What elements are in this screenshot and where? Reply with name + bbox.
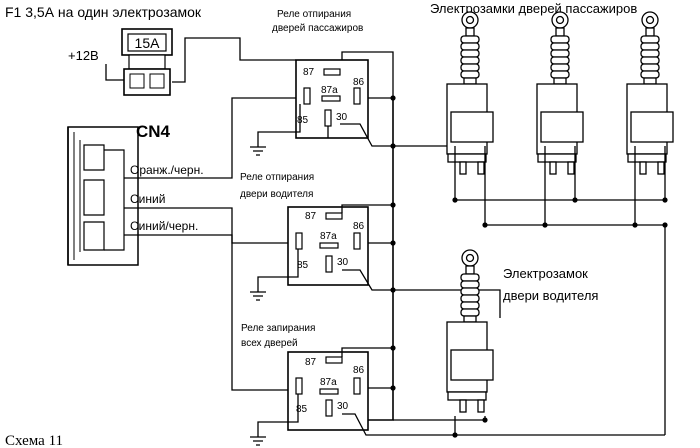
wire-blue <box>124 207 296 244</box>
passenger-lock-3 <box>626 11 674 175</box>
relay2-pin-87a: 87a <box>320 231 337 242</box>
fuse-rating: 15A <box>135 35 161 51</box>
relay3-pin-85: 85 <box>296 404 308 415</box>
relay3-87-wire <box>341 347 393 357</box>
connector-cn4 <box>67 126 139 266</box>
relay-passenger-unlock <box>295 59 369 139</box>
relay2-ground-wire <box>257 249 299 292</box>
relay3-ground-wire <box>257 394 299 437</box>
fuse-title: F1 3,5А на один электрозамок <box>5 4 202 20</box>
wire-label-blue: Синий <box>130 192 165 206</box>
relay1-87-wire <box>341 51 394 98</box>
junction <box>390 345 396 351</box>
relay2-30-wire <box>342 269 501 318</box>
passenger-locks <box>446 11 674 175</box>
relay2-caption-line1: Реле отпирания <box>240 172 314 183</box>
driver-door-lock <box>446 249 494 413</box>
junction <box>452 197 458 203</box>
junction <box>482 222 488 228</box>
junction <box>572 197 578 203</box>
junction <box>390 143 396 149</box>
relay2-pin-86: 86 <box>353 221 365 232</box>
junction <box>390 385 396 391</box>
wire-blue-black <box>124 234 296 391</box>
figure-caption: Схема 11 <box>5 433 63 448</box>
driver-lock <box>446 249 494 413</box>
fuse: 15A <box>121 28 173 96</box>
relay3-30-wire <box>342 413 665 436</box>
relay2-caption-line2: двери водителя <box>240 189 313 200</box>
relay3-caption-line2: всех дверей <box>241 338 298 349</box>
wire-orange-black <box>124 97 296 179</box>
relay3-pin-87: 87 <box>305 357 317 368</box>
relay3-caption-line1: Реле запирания <box>241 323 315 334</box>
relay1-pin-85: 85 <box>297 115 309 126</box>
junction <box>390 287 396 293</box>
junction <box>632 222 638 228</box>
junction <box>390 240 396 246</box>
relay1-pin-87: 87 <box>303 67 315 78</box>
junction <box>452 432 458 438</box>
relay2-pin-87: 87 <box>305 211 317 222</box>
relay1-pin-87a: 87a <box>321 85 338 96</box>
relay1-ground-wire <box>257 104 301 147</box>
relay-lock-all <box>287 351 369 431</box>
lock-drops <box>544 146 666 225</box>
junction <box>662 222 668 228</box>
relay-driver-unlock <box>287 206 369 286</box>
wire-label-blue-black: Синий/черн. <box>130 219 198 233</box>
relay3-pin-30: 30 <box>337 401 349 412</box>
lock-bus-b <box>484 146 666 435</box>
driver-lock-line1: Электрозамок <box>503 266 588 281</box>
junction <box>482 417 488 423</box>
ground-symbol-2 <box>250 291 266 301</box>
relay3-pin-87a: 87a <box>320 377 337 388</box>
relay1-30-wire <box>327 123 455 147</box>
driver-lock-line2: двери водителя <box>503 288 598 303</box>
driver-lock-wire-b <box>393 416 486 421</box>
wire-label-orange-black: Оранж./черн. <box>130 163 204 177</box>
relay3-pin-86: 86 <box>353 365 365 376</box>
supply-wire <box>105 64 124 81</box>
relay1-pin-86: 86 <box>353 77 365 88</box>
passenger-locks-title: Электрозамки дверей пассажиров <box>430 1 637 16</box>
relay2-pin-30: 30 <box>337 257 349 268</box>
fuse-output-wire <box>172 37 296 83</box>
junction <box>662 197 668 203</box>
relay1-caption-line2: дверей пассажиров <box>272 23 363 34</box>
relay2-87-wire <box>341 204 393 213</box>
relay1-caption-line1: Реле отпирания <box>277 9 351 20</box>
junction <box>542 222 548 228</box>
junction <box>390 95 396 101</box>
ground-symbol-1 <box>250 146 266 156</box>
relay2-pin-85: 85 <box>297 260 309 271</box>
passenger-lock-2 <box>536 11 584 175</box>
junction <box>390 202 396 208</box>
connector-name: CN4 <box>136 122 171 141</box>
passenger-lock-1 <box>446 11 494 175</box>
supply-label: +12В <box>68 48 99 63</box>
ground-symbol-3 <box>250 436 266 446</box>
relay1-pin-30: 30 <box>336 112 348 123</box>
